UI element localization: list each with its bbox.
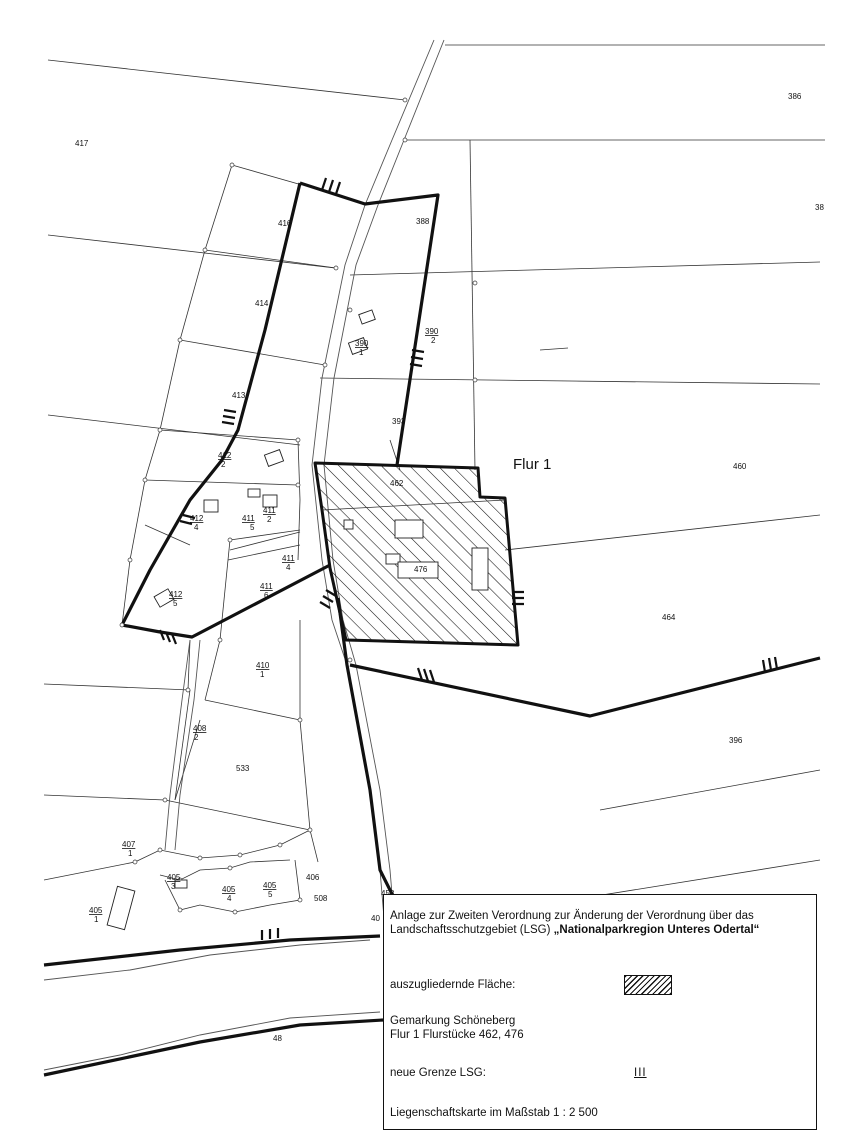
- parcel-label: 405: [222, 885, 236, 894]
- parcel-label: 6: [264, 591, 269, 600]
- hatch-swatch: [624, 975, 672, 995]
- parcel-label: 508: [314, 894, 328, 903]
- parcel-label: 396: [729, 736, 743, 745]
- parcel-label: 4: [286, 563, 291, 572]
- parcel-label: 38: [815, 203, 824, 212]
- parcel-label: 393: [392, 417, 406, 426]
- legend-title: Anlage zur Zweiten Verordnung zur Änderu…: [390, 909, 814, 937]
- parcel-label: 1: [94, 915, 99, 924]
- parcel-label: 414: [255, 299, 269, 308]
- parcel-label: 464: [662, 613, 676, 622]
- legend-title-protected-area: „Nationalparkregion Unteres Odertal“: [553, 924, 760, 936]
- parcel-label: 3: [171, 882, 176, 891]
- parcel-label: 411: [282, 554, 295, 563]
- lsg-boundary: [43, 181, 821, 1077]
- survey-points: [119, 97, 478, 915]
- legend-title-line2: Landschaftsschutzgebiet (LSG): [390, 924, 554, 936]
- parcel-label: 458: [381, 889, 395, 898]
- parcel-label: 5: [250, 523, 255, 532]
- parcel-label: 408: [193, 724, 207, 733]
- flur-label: Flur 1: [513, 456, 551, 473]
- parcel-label: 412: [169, 590, 183, 599]
- parcel-label: 407: [122, 840, 136, 849]
- legend-flurstuecke: Flur 1 Flurstücke 462, 476: [390, 1029, 524, 1041]
- parcel-label: 4: [194, 523, 199, 532]
- parcel-label: 416: [278, 219, 292, 228]
- buildings: [106, 309, 489, 931]
- parcel-label: 40: [371, 914, 380, 923]
- legend-scale: Liegenschaftskarte im Maßstab 1 : 2 500: [390, 1107, 598, 1119]
- parcel-label: 405: [263, 881, 277, 890]
- parcel-label: 386: [788, 92, 802, 101]
- legend-gemarkung: Gemarkung Schöneberg: [390, 1015, 516, 1027]
- parcel-label: 390: [355, 339, 369, 348]
- parcel-label: 412: [190, 514, 204, 523]
- parcel-label: 5: [268, 890, 273, 899]
- parcel-label: 2: [267, 515, 272, 524]
- parcel-label: 533: [236, 764, 250, 773]
- parcel-label: 405: [167, 873, 181, 882]
- legend-border-label: neue Grenze LSG:: [390, 1067, 486, 1079]
- border-symbol: III: [634, 1067, 647, 1079]
- legend-title-line1: Anlage zur Zweiten Verordnung zur Änderu…: [390, 910, 754, 922]
- parcel-label: 388: [416, 217, 430, 226]
- parcel-label: 462: [390, 479, 404, 488]
- excluded-area: [313, 461, 520, 647]
- parcel-label: 4: [227, 894, 232, 903]
- parcel-label: 411: [260, 582, 273, 591]
- parcel-label: 5: [173, 599, 178, 608]
- parcel-label: 1: [260, 670, 265, 679]
- parcel-label: 413: [232, 391, 246, 400]
- boundary-markers: [158, 177, 779, 940]
- parcel-label: 1: [128, 849, 133, 858]
- parcel-label: 390: [425, 327, 439, 336]
- parcel-label: 411: [263, 506, 276, 515]
- parcel-label: 410: [256, 661, 270, 670]
- parcel-label: 476: [414, 565, 428, 574]
- parcel-label: 406: [306, 873, 320, 882]
- parcel-label: 460: [733, 462, 747, 471]
- legend-box: Anlage zur Zweiten Verordnung zur Änderu…: [383, 894, 817, 1130]
- parcel-label: 48: [273, 1034, 282, 1043]
- parcel-label: 411: [242, 514, 255, 523]
- parcel-label: 412: [218, 451, 232, 460]
- parcel-label: 2: [194, 733, 199, 742]
- parcel-labels: 386 417 416 388 38 414 390 2 390 1 413 3…: [75, 92, 824, 1131]
- parcel-label: 405: [89, 906, 103, 915]
- parcel-label: 2: [221, 460, 226, 469]
- legend-area-label: auszugliedernde Fläche:: [390, 979, 516, 991]
- parcel-label: 417: [75, 139, 89, 148]
- parcel-label: 2: [431, 336, 436, 345]
- parcel-label: 1: [359, 348, 364, 357]
